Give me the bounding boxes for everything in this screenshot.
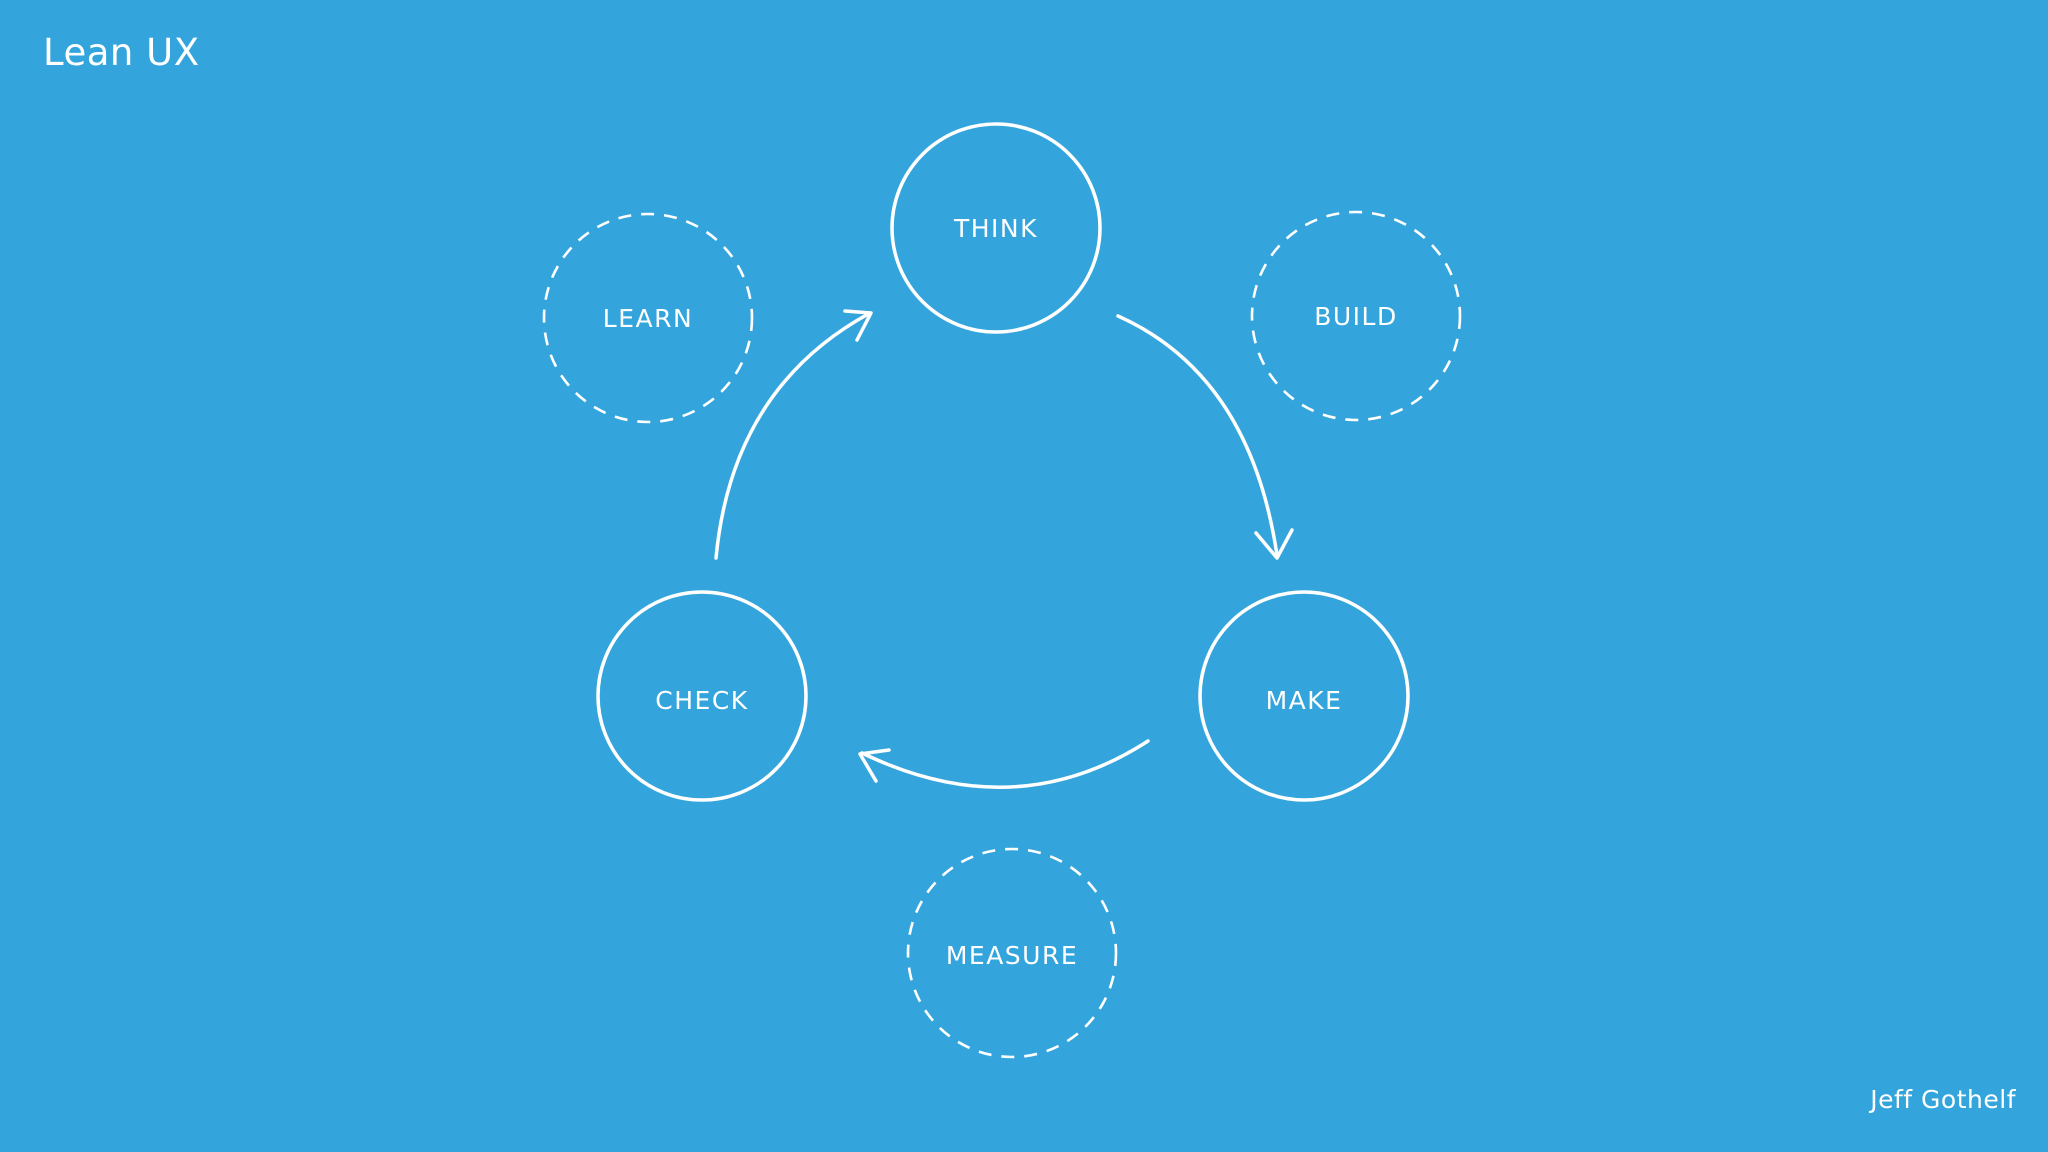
author-credit: Jeff Gothelf	[1870, 1085, 2016, 1114]
arrow-think-to-make-head	[1254, 528, 1294, 560]
arrow-make-to-check-line	[860, 739, 1150, 789]
arrow-check-to-think	[714, 309, 873, 560]
phase-build-circle	[1250, 210, 1462, 422]
phase-build: BUILD	[1250, 210, 1462, 422]
node-think-label: THINK	[953, 214, 1038, 243]
node-check: CHECK	[596, 590, 808, 802]
arrow-check-to-think-line	[714, 311, 872, 560]
phase-learn-circle	[542, 212, 754, 424]
phase-measure: MEASURE	[906, 847, 1118, 1059]
arrow-check-to-think-head	[843, 309, 873, 342]
phase-learn-label: LEARN	[603, 304, 693, 333]
phase-measure-circle	[906, 847, 1118, 1059]
node-make-circle	[1198, 590, 1410, 802]
phase-learn: LEARN	[542, 212, 754, 424]
node-think: THINK	[890, 122, 1102, 334]
arrow-think-to-make-line	[1116, 314, 1279, 557]
phase-build-label: BUILD	[1314, 302, 1398, 331]
slide-title: Lean UX	[43, 31, 200, 74]
node-think-circle	[890, 122, 1102, 334]
node-check-label: CHECK	[655, 686, 748, 715]
node-make-label: MAKE	[1266, 686, 1343, 715]
node-check-circle	[596, 590, 808, 802]
phase-measure-label: MEASURE	[946, 941, 1078, 970]
arrow-make-to-check-head	[858, 748, 891, 783]
arrow-make-to-check	[858, 739, 1150, 789]
arrow-think-to-make	[1116, 314, 1294, 560]
node-make: MAKE	[1198, 590, 1410, 802]
